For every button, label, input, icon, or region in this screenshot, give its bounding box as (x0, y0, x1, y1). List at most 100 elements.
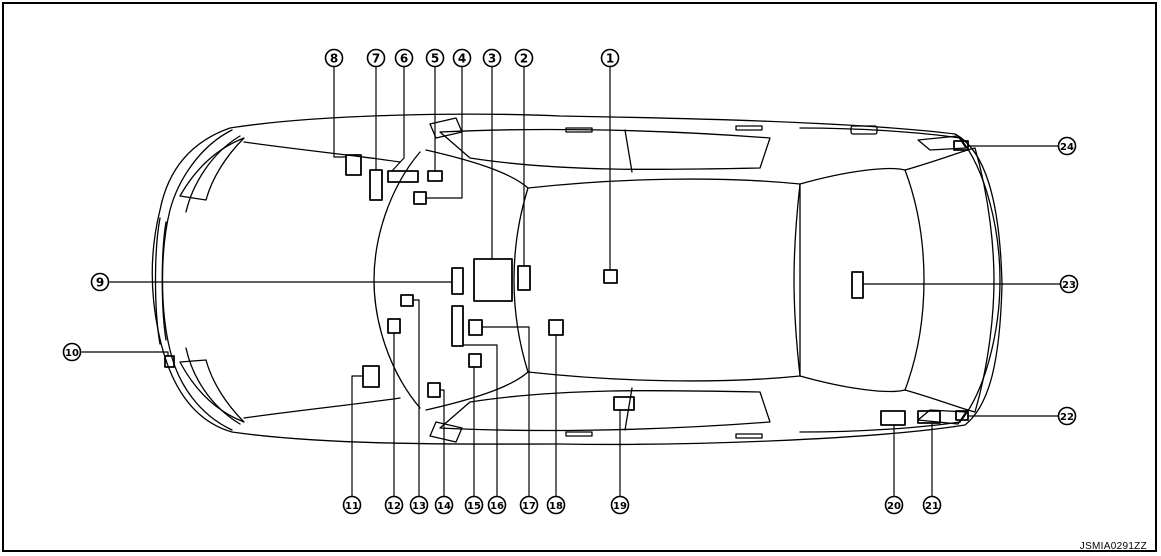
hood-line-upper (243, 141, 401, 163)
callout-5: 5 (425, 48, 445, 68)
callout-9: 9 (90, 272, 110, 292)
callout-24: 24 (1057, 136, 1077, 156)
callout-19-number: 19 (613, 501, 627, 512)
component-5 (427, 170, 443, 182)
upper-door-handle-rear (735, 125, 763, 131)
lower-rear-fender (799, 421, 961, 433)
callout-16-number: 16 (490, 501, 504, 512)
component-2 (517, 265, 531, 291)
callout-16: 16 (487, 495, 507, 515)
callout-3: 3 (482, 48, 502, 68)
upper-rear-fender (799, 127, 961, 139)
callout-15-number: 15 (467, 501, 481, 512)
callout-22-number: 22 (1060, 412, 1074, 423)
upper-door-handle-front (565, 127, 593, 133)
callout-2-number: 2 (520, 52, 528, 66)
callout-21-number: 21 (925, 501, 939, 512)
leader-17 (481, 326, 530, 497)
front-grille (154, 217, 167, 345)
callout-11-number: 11 (345, 501, 359, 512)
rear-deck (904, 147, 995, 413)
callout-17-number: 17 (522, 501, 536, 512)
hood-line-lower (243, 397, 401, 419)
component-3 (473, 258, 513, 302)
component-1 (603, 269, 618, 284)
component-6 (387, 170, 419, 183)
callout-2: 2 (514, 48, 534, 68)
callout-3-number: 3 (488, 52, 496, 66)
component-11 (362, 365, 380, 388)
callout-4: 4 (452, 48, 472, 68)
front-bumper-inner-lower (185, 347, 241, 425)
component-8 (345, 154, 362, 176)
callout-12: 12 (384, 495, 404, 515)
callout-18: 18 (546, 495, 566, 515)
rear-lamp-lower (917, 409, 967, 425)
leader-4 (425, 65, 463, 199)
rear-window (793, 167, 925, 393)
callout-17: 17 (519, 495, 539, 515)
component-23 (851, 271, 864, 299)
component-9 (451, 267, 464, 295)
lower-door-handle-front (565, 431, 593, 437)
callout-21: 21 (922, 495, 942, 515)
leader-6 (391, 65, 405, 172)
callout-13: 13 (409, 495, 429, 515)
component-21 (917, 410, 941, 424)
roof (527, 178, 801, 382)
component-10 (164, 355, 175, 368)
lower-mirror (429, 421, 463, 443)
windshield (425, 149, 529, 411)
callout-23-number: 23 (1062, 280, 1076, 291)
lower-door-handle-rear (735, 433, 763, 439)
callout-11: 11 (342, 495, 362, 515)
callout-9-number: 9 (96, 276, 104, 290)
front-bumper-inner (185, 135, 241, 213)
callout-8-number: 8 (330, 52, 338, 66)
lower-b-pillar (624, 387, 633, 431)
leader-11 (351, 375, 364, 497)
callout-12-number: 12 (387, 501, 401, 512)
component-4 (413, 191, 427, 205)
car-body-outline (151, 113, 1003, 446)
callout-15: 15 (464, 495, 484, 515)
callout-7-number: 7 (372, 52, 380, 66)
rear-lamp-upper (917, 135, 967, 151)
callout-20: 20 (884, 495, 904, 515)
component-19 (613, 396, 635, 411)
callout-14-number: 14 (437, 501, 451, 512)
component-13 (400, 294, 414, 307)
component-20 (880, 410, 906, 426)
rear-bumper (959, 137, 1001, 423)
callout-14: 14 (434, 495, 454, 515)
component-7 (369, 169, 383, 201)
callout-24-number: 24 (1060, 142, 1074, 153)
leader-lines (81, 65, 1061, 497)
callout-5-number: 5 (431, 52, 439, 66)
leader-10 (81, 351, 169, 357)
callout-10: 10 (62, 342, 82, 362)
vehicle-outline (151, 113, 1003, 446)
callout-6-number: 6 (400, 52, 408, 66)
callout-13-number: 13 (412, 501, 426, 512)
component-15 (468, 353, 482, 368)
callout-22: 22 (1057, 406, 1077, 426)
upper-side-window (439, 128, 771, 171)
lower-side-window (439, 389, 771, 432)
component-17 (468, 319, 483, 336)
component-14 (427, 382, 441, 398)
upper-b-pillar (624, 129, 633, 173)
leader-14 (439, 389, 445, 497)
callout-23: 23 (1059, 274, 1079, 294)
callout-18-number: 18 (549, 501, 563, 512)
callout-4-number: 4 (458, 52, 466, 66)
callout-1-number: 1 (606, 52, 614, 66)
leader-16 (462, 344, 498, 497)
leader-13 (412, 299, 420, 497)
component-12 (387, 318, 401, 334)
callout-8: 8 (324, 48, 344, 68)
callouts: 1 2 3 4 5 6 7 8 9 10 11 12 13 14 15 16 1… (62, 48, 1079, 515)
